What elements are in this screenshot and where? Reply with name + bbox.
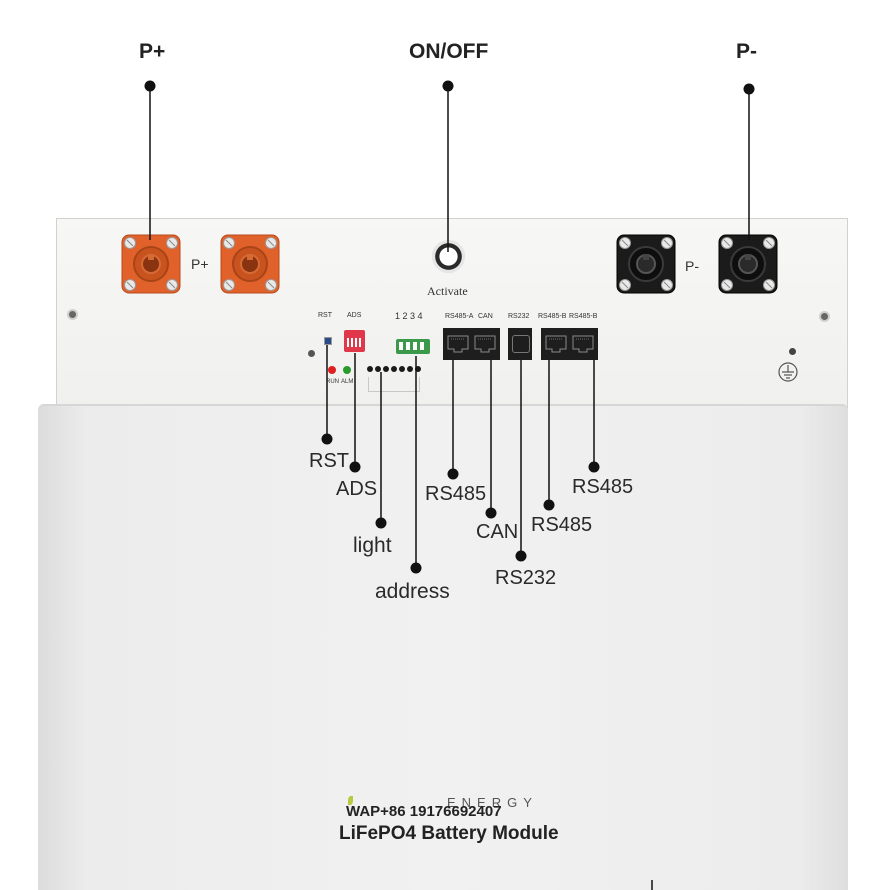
address-terminal-block[interactable] bbox=[396, 339, 430, 354]
indicator-led bbox=[391, 366, 397, 372]
dot-rs485-b2 bbox=[588, 461, 600, 473]
mount-screw-right bbox=[821, 313, 828, 320]
positive-terminal-2[interactable] bbox=[220, 234, 280, 299]
label-rs232: RS232 bbox=[495, 567, 557, 589]
dot-p-plus bbox=[144, 80, 156, 92]
dot-light bbox=[375, 517, 387, 529]
alm-led bbox=[343, 366, 351, 374]
label-p-minus: P- bbox=[736, 40, 757, 63]
energy-text: ENERGY bbox=[447, 795, 538, 810]
indicator-led bbox=[407, 366, 413, 372]
indicator-led bbox=[399, 366, 405, 372]
dot-p-minus bbox=[743, 83, 755, 95]
indicator-led bbox=[367, 366, 373, 372]
label-light: light bbox=[353, 534, 392, 557]
ground-screw bbox=[789, 348, 796, 355]
indicator-led bbox=[375, 366, 381, 372]
led-indicator-row bbox=[367, 366, 423, 374]
rs232-panel-label: RS232 bbox=[508, 313, 530, 320]
label-rs485-b1: RS485 bbox=[531, 514, 593, 536]
rs232-port[interactable] bbox=[508, 328, 532, 360]
label-ads: ADS bbox=[336, 478, 378, 500]
alm-label: ALM bbox=[341, 379, 354, 385]
dot-address bbox=[410, 562, 422, 574]
dot-rs485-a bbox=[447, 468, 459, 480]
mount-screw-left bbox=[69, 311, 76, 318]
activate-label: Activate bbox=[427, 284, 468, 298]
panel-p-plus-label: P+ bbox=[191, 256, 209, 272]
ads-panel-label: ADS bbox=[347, 312, 362, 319]
rs485b-port-block[interactable] bbox=[541, 328, 598, 360]
dot-rst bbox=[321, 433, 333, 445]
battery-body bbox=[38, 404, 848, 890]
label-rs485-a: RS485 bbox=[425, 483, 487, 505]
indicator-led bbox=[383, 366, 389, 372]
panel-screw-small bbox=[308, 350, 315, 357]
label-on-off: ON/OFF bbox=[409, 40, 489, 63]
dot-can bbox=[485, 507, 497, 519]
dot-rs232 bbox=[515, 550, 527, 562]
indicator-led bbox=[415, 366, 421, 372]
dot-ads bbox=[349, 461, 361, 473]
label-address: address bbox=[375, 580, 450, 603]
ground-icon bbox=[778, 362, 798, 382]
run-led bbox=[328, 366, 336, 374]
label-can: CAN bbox=[476, 521, 519, 543]
brand-leaf-icon bbox=[348, 796, 353, 805]
product-name: LiFePO4 Battery Module bbox=[339, 823, 559, 844]
dot-rs485-b1 bbox=[543, 499, 555, 511]
negative-terminal-2[interactable] bbox=[718, 234, 778, 299]
led-bracket bbox=[368, 377, 420, 392]
rs485b1-panel-label: RS485-B bbox=[538, 313, 567, 320]
rst-panel-label: RST bbox=[318, 312, 332, 319]
rs485b2-panel-label: RS485-B bbox=[569, 313, 598, 320]
label-rs485-b2: RS485 bbox=[572, 476, 634, 498]
dot-on-off bbox=[442, 80, 454, 92]
rs485a-panel-label: RS485-A bbox=[445, 313, 474, 320]
dip-numbers-label: 1 2 3 4 bbox=[395, 311, 423, 321]
panel-p-minus-label: P- bbox=[685, 258, 699, 274]
run-label: RUN bbox=[326, 379, 339, 385]
rs485a-can-port-block[interactable] bbox=[443, 328, 500, 360]
label-p-plus: P+ bbox=[139, 40, 166, 63]
can-panel-label: CAN bbox=[478, 313, 493, 320]
positive-terminal-1[interactable] bbox=[121, 234, 181, 299]
wap-contact: WAP+86 19176692407 bbox=[346, 803, 502, 820]
negative-terminal-1[interactable] bbox=[616, 234, 676, 299]
dip-switch[interactable] bbox=[344, 330, 365, 352]
reset-button[interactable] bbox=[324, 337, 332, 345]
label-rst: RST bbox=[309, 450, 349, 472]
